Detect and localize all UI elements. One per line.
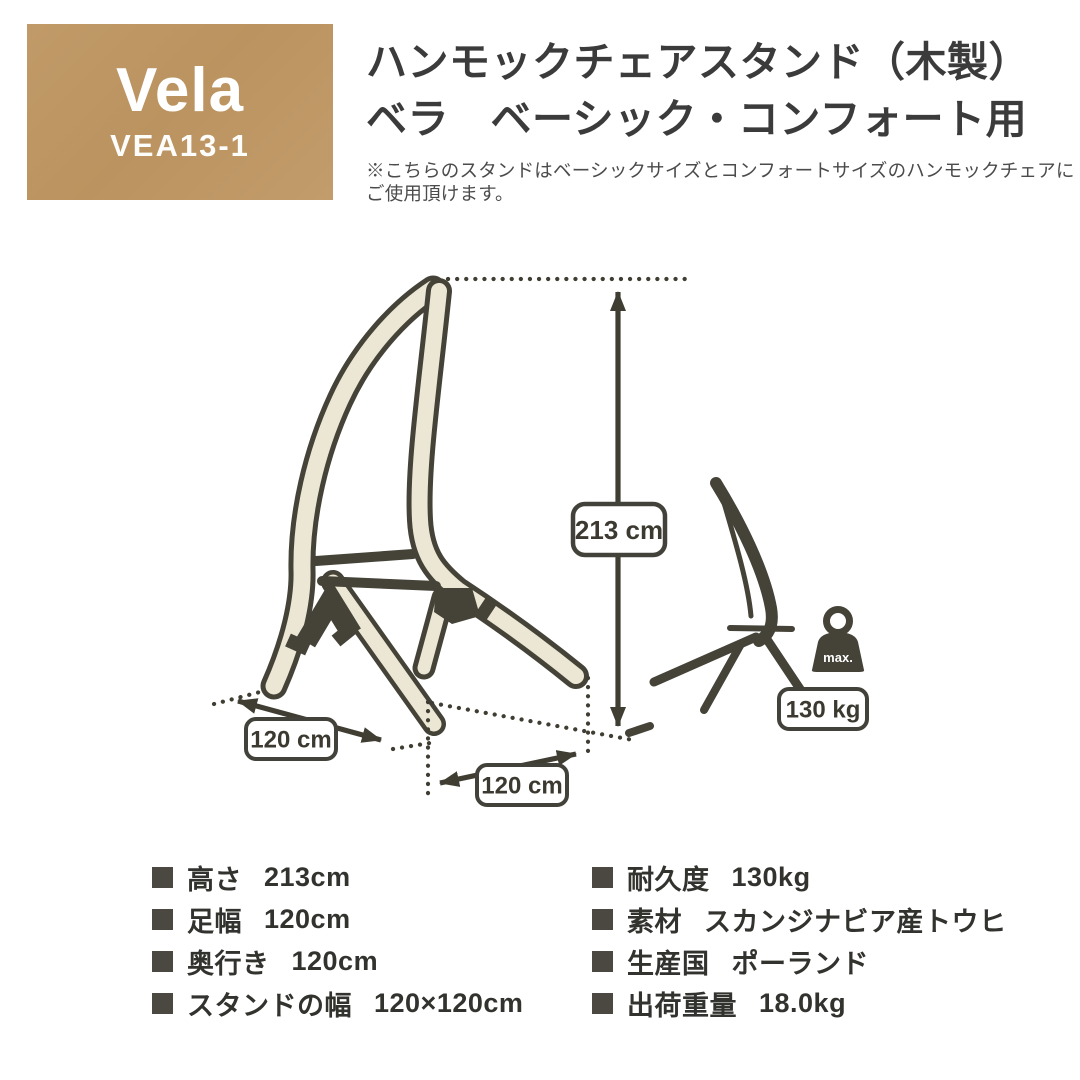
product-title-line-1: ハンモックチェアスタンド（木製） <box>366 39 1030 85</box>
spec-value: 120cm <box>291 945 379 976</box>
spec-value: 18.0kg <box>759 987 847 1018</box>
bullet-square-icon <box>592 908 613 930</box>
foot-span-dimension-label: 120 cm <box>250 727 331 754</box>
spec-label: 足幅 <box>187 906 242 937</box>
bullet-square-icon <box>152 908 173 930</box>
bullet-square-icon <box>152 950 173 972</box>
spec-row-max-load: 耐久度 130kg <box>592 856 1007 898</box>
spec-list-right: 耐久度 130kg 素材 スカンジナビア産トウヒ 生産国 ポーランド 出荷重量 … <box>592 856 1007 1024</box>
spec-row-shipping-weight: 出荷重量 18.0kg <box>592 982 1007 1024</box>
usage-note-line-2: ご使用頂けます。 <box>366 183 514 204</box>
spec-label: スタンドの幅 <box>187 990 352 1021</box>
spec-label: 出荷重量 <box>627 990 737 1021</box>
spec-value: 213cm <box>264 861 351 892</box>
spec-value: 120cm <box>264 903 351 934</box>
spec-label: 生産国 <box>627 948 710 979</box>
brand-name: Vela <box>115 56 245 125</box>
spec-list-left: 高さ 213cm 足幅 120cm 奥行き 120cm スタンドの幅 120×1… <box>152 856 523 1024</box>
max-weight-icon: max. <box>811 606 865 672</box>
usage-note-line-1: ※こちらのスタンドはベーシックサイズとコンフォートサイズのハンモックチェアに <box>366 160 1075 181</box>
bullet-square-icon <box>152 992 173 1014</box>
product-title-block: ハンモックチェアスタンド（木製） ベラ ベーシック・コンフォート用 ※こちらのス… <box>366 34 1075 205</box>
spec-label: 耐久度 <box>627 864 710 895</box>
spec-value: スカンジナビア産トウヒ <box>704 906 1007 937</box>
spec-row-country: 生産国 ポーランド <box>592 940 1007 982</box>
height-dimension-label: 213 cm <box>575 515 663 545</box>
brand-model-number: VEA13-1 <box>110 128 250 163</box>
spec-row-material: 素材 スカンジナビア産トウヒ <box>592 898 1007 940</box>
spec-row-height: 高さ 213cm <box>152 856 523 898</box>
bullet-square-icon <box>592 992 613 1014</box>
spec-label: 素材 <box>627 906 682 937</box>
height-dimension: 213 cm <box>445 276 691 727</box>
spec-row-depth: 奥行き 120cm <box>152 940 523 982</box>
max-weight-text: max. <box>823 650 853 665</box>
spec-value: 130kg <box>731 861 811 892</box>
spec-row-foot-span: 足幅 120cm <box>152 898 523 940</box>
usage-note: ※こちらのスタンドはベーシックサイズとコンフォートサイズのハンモックチェアに ご… <box>366 159 1075 205</box>
bullet-square-icon <box>592 866 613 888</box>
spec-label: 高さ <box>187 864 242 895</box>
max-load-figure: max. 130 kg <box>625 477 869 737</box>
stand-silhouette-icon <box>625 477 811 737</box>
spec-label: 奥行き <box>187 948 270 979</box>
product-title-line-2: ベラ ベーシック・コンフォート用 <box>366 96 1028 142</box>
spec-value: ポーランド <box>731 948 869 979</box>
base-dimensions: 120 cm 120 cm <box>211 675 636 807</box>
max-load-label: 130 kg <box>786 697 861 724</box>
bullet-square-icon <box>152 866 173 888</box>
brand-box: Vela VEA13-1 <box>27 24 333 200</box>
hammock-stand-drawing <box>260 275 589 736</box>
spec-value: 120×120cm <box>374 987 524 1018</box>
depth-dimension-label: 120 cm <box>481 773 562 800</box>
spec-row-stand-width: スタンドの幅 120×120cm <box>152 982 523 1024</box>
bullet-square-icon <box>592 950 613 972</box>
